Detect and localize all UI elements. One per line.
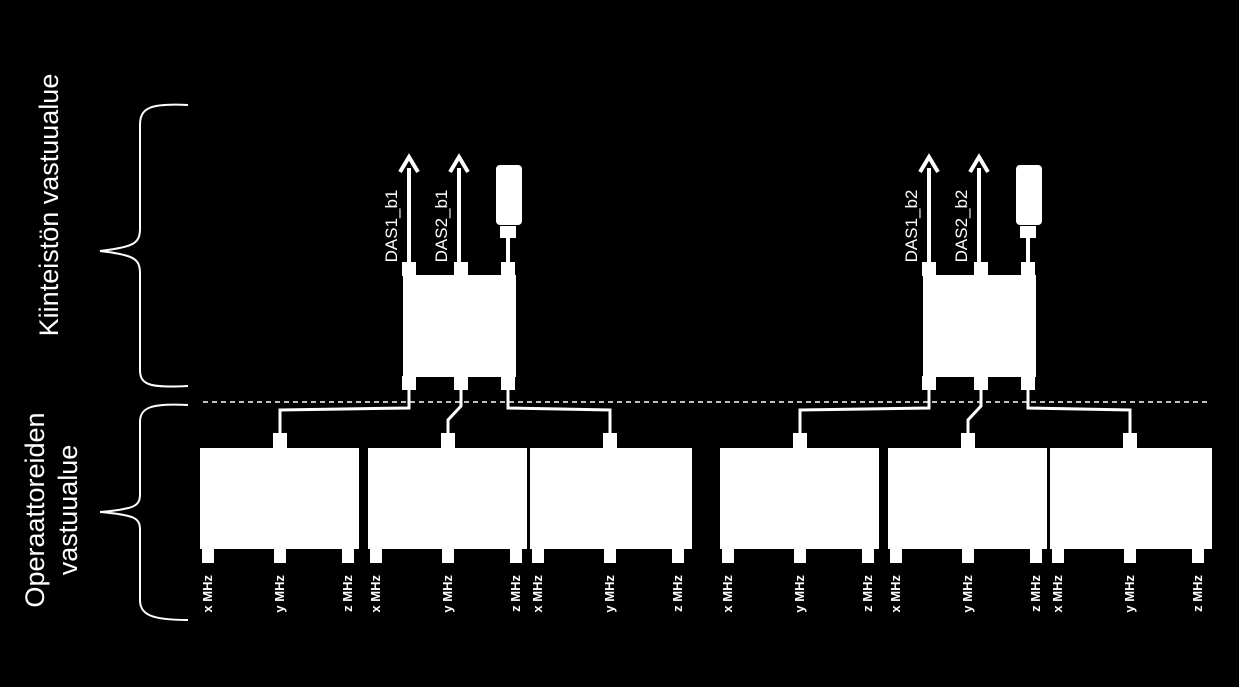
band-label: x MHz — [368, 575, 383, 613]
operator-unit: x MHz y MHz z MHz — [530, 433, 692, 613]
das-output-arrow — [448, 153, 470, 174]
operator-unit-band-port — [1192, 549, 1204, 563]
load-terminator — [496, 165, 522, 225]
combiner-bottom-port — [922, 376, 936, 390]
das-output-arrow — [968, 153, 990, 174]
band-label: x MHz — [530, 575, 545, 613]
operator-unit-band-port — [274, 549, 286, 563]
operator-zone-label-line1: Operaattoreiden — [20, 412, 50, 607]
combiner-bottom-port — [501, 376, 515, 390]
owner-zone-label: Kiinteistön vastuualue — [34, 74, 64, 337]
band-label: z MHz — [670, 575, 685, 612]
operator-unit: x MHz y MHz z MHz — [200, 433, 359, 613]
das-output-label: DAS2_b2 — [952, 190, 971, 263]
operator-unit-band-port — [794, 549, 806, 563]
operator-unit: x MHz y MHz z MHz — [888, 433, 1047, 613]
band-label: y MHz — [440, 575, 455, 613]
owner-zone-brace — [99, 103, 189, 388]
combiner-box — [923, 275, 1036, 377]
operator-unit-band-port — [1030, 549, 1042, 563]
operator-unit-band-port — [442, 549, 454, 563]
cable — [1026, 390, 1132, 433]
operator-unit-band-port — [532, 549, 544, 563]
operator-unit-band-port — [1124, 549, 1136, 563]
band-label: z MHz — [508, 575, 523, 612]
combiner-top-port — [974, 262, 988, 276]
operator-unit: x MHz y MHz z MHz — [368, 433, 527, 613]
operator-unit-box — [530, 448, 692, 549]
operator-unit-top-port — [1123, 433, 1137, 449]
combiner-group-2: DAS1_b2 DAS2_b2x MHz y MHz z MHz x MHz y MHz z… — [720, 153, 1212, 613]
cable — [966, 390, 983, 433]
combiner-top-port — [402, 262, 416, 276]
cable — [446, 390, 463, 433]
operator-unit-top-port — [961, 433, 975, 449]
band-label: y MHz — [1122, 575, 1137, 613]
operator-unit-band-port — [890, 549, 902, 563]
combiner-top-port — [1021, 262, 1035, 276]
cable — [506, 390, 612, 433]
operator-unit-band-port — [604, 549, 616, 563]
das-output-arrow — [918, 153, 940, 174]
load-connector — [1020, 226, 1036, 238]
cable — [798, 390, 931, 433]
band-label: x MHz — [200, 575, 215, 613]
band-label: y MHz — [960, 575, 975, 613]
operator-unit-box — [368, 448, 527, 549]
band-label: x MHz — [888, 575, 903, 613]
band-label: y MHz — [272, 575, 287, 613]
combiner-bottom-port — [974, 376, 988, 390]
operator-unit-top-port — [273, 433, 287, 449]
operator-unit-band-port — [862, 549, 874, 563]
load-connector — [500, 226, 516, 238]
combiner-group-1: DAS1_b1 DAS2_b1x MHz y MHz z MHz x MHz y MHz z… — [200, 153, 692, 613]
band-label: z MHz — [860, 575, 875, 612]
combiner-box — [403, 275, 516, 377]
combiner-top-port — [501, 262, 515, 276]
band-label: z MHz — [340, 575, 355, 612]
operator-unit-band-port — [202, 549, 214, 563]
operator-unit-top-port — [793, 433, 807, 449]
combiner-top-port — [454, 262, 468, 276]
operator-unit-band-port — [370, 549, 382, 563]
operator-unit-top-port — [441, 433, 455, 449]
operator-unit-box — [888, 448, 1047, 549]
operator-zone-brace — [99, 403, 189, 621]
operator-unit-band-port — [342, 549, 354, 563]
load-terminator — [1016, 165, 1042, 225]
combiner-bottom-port — [454, 376, 468, 390]
das-output-arrow — [398, 153, 420, 174]
band-label: z MHz — [1028, 575, 1043, 612]
combiner-top-port — [922, 262, 936, 276]
operator-unit-box — [1050, 448, 1212, 549]
band-label: z MHz — [1190, 575, 1205, 612]
cable — [278, 390, 411, 433]
operator-unit-box — [200, 448, 359, 549]
operator-unit-top-port — [603, 433, 617, 449]
operator-unit: x MHz y MHz z MHz — [1050, 433, 1212, 613]
das-output-label: DAS1_b1 — [382, 190, 401, 263]
combiner-bottom-port — [402, 376, 416, 390]
operator-unit-band-port — [510, 549, 522, 563]
operator-unit-band-port — [1052, 549, 1064, 563]
band-label: x MHz — [1050, 575, 1065, 613]
operator-unit-band-port — [722, 549, 734, 563]
das-output-label: DAS1_b2 — [902, 190, 921, 263]
operator-unit-box — [720, 448, 879, 549]
band-label: y MHz — [602, 575, 617, 613]
band-label: y MHz — [792, 575, 807, 613]
combiner-bottom-port — [1021, 376, 1035, 390]
das-output-label: DAS2_b1 — [432, 190, 451, 263]
operator-unit: x MHz y MHz z MHz — [720, 433, 879, 613]
band-label: x MHz — [720, 575, 735, 613]
operator-unit-band-port — [672, 549, 684, 563]
operator-unit-band-port — [962, 549, 974, 563]
operator-zone-label-line2: vastuualue — [53, 445, 83, 576]
